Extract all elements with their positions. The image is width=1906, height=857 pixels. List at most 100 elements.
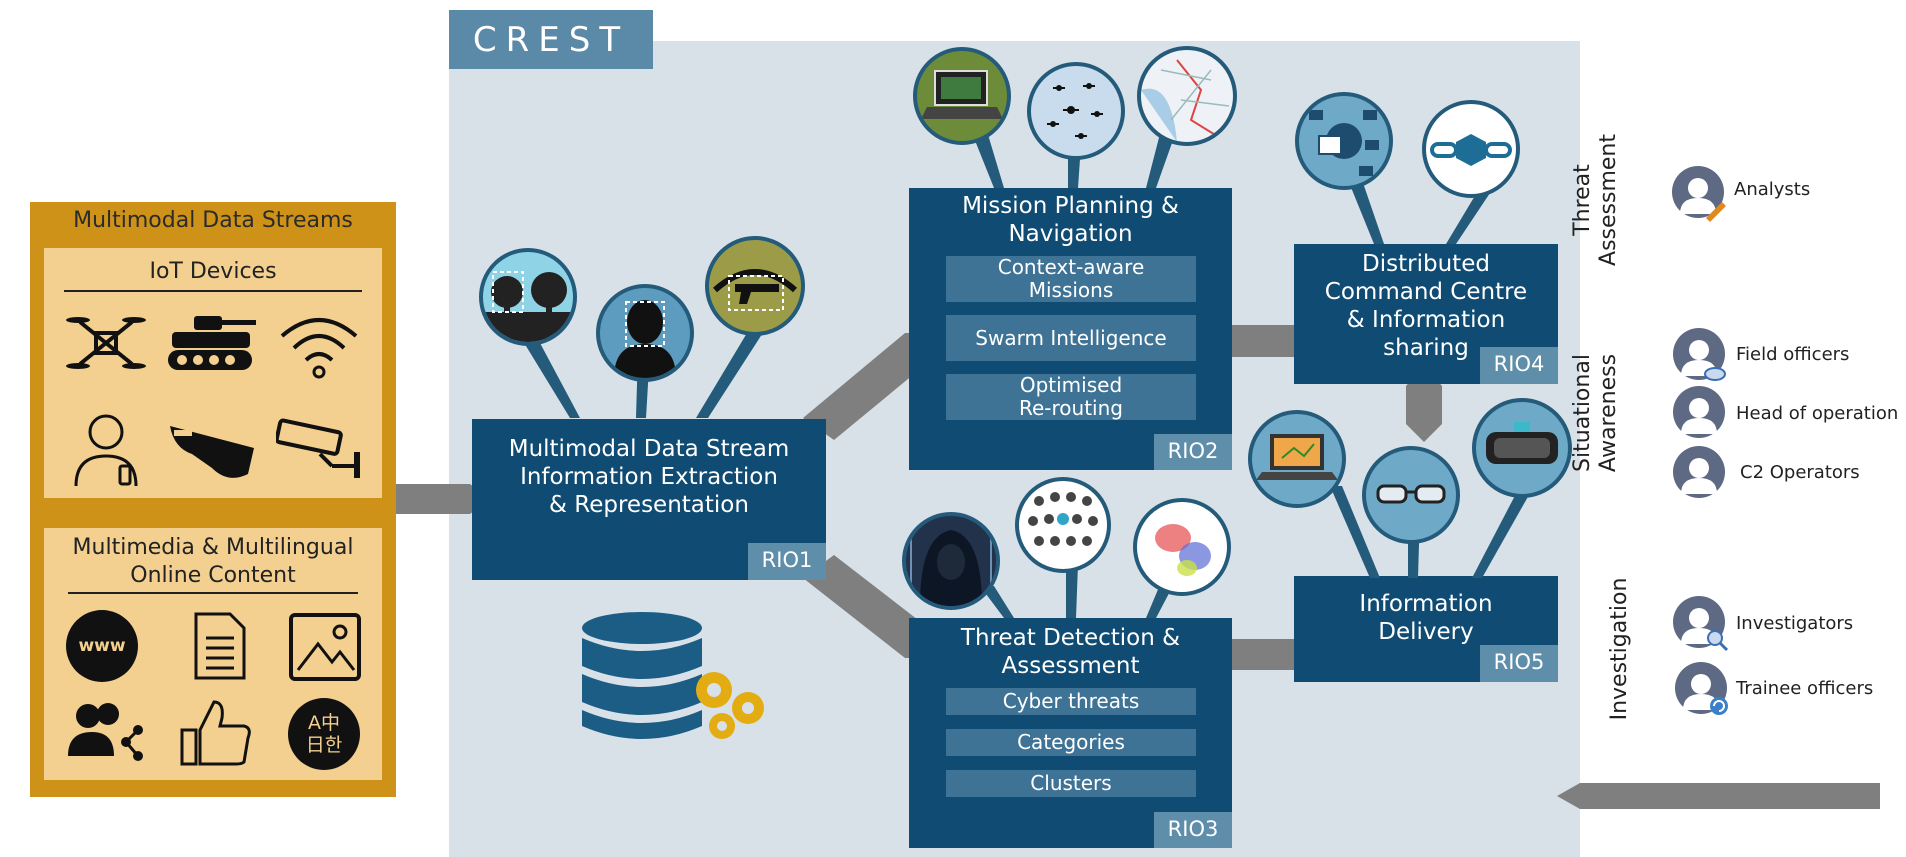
weapon-detection-bubble <box>705 236 805 336</box>
laptop-field-bubble <box>913 47 1011 145</box>
route-map-bubble <box>1137 46 1237 146</box>
rio4-title-line3: & Information <box>1346 307 1506 333</box>
smart-glasses-icon <box>170 426 254 478</box>
rio3-item-cyber-threats: Cyber threats <box>946 688 1196 715</box>
rio4-title-line4: sharing <box>1383 335 1469 361</box>
database-icon <box>582 612 764 739</box>
crest-label: CREST <box>449 10 653 69</box>
chain-link-icon <box>1430 134 1512 166</box>
rio3-item-clusters: Clusters <box>946 770 1196 797</box>
social-share-icon <box>68 703 143 761</box>
group-investigation: Investigation <box>1607 549 1637 749</box>
multilingual-icon: A中 日한 <box>288 698 360 770</box>
cluster-plot-bubble <box>1133 498 1231 596</box>
web-icon-label: www <box>78 636 126 656</box>
rio2-item-context-aware: Context-aware Missions <box>946 256 1196 302</box>
drone-swarm-bubble <box>1027 62 1125 160</box>
wearable-person-icon <box>74 414 138 487</box>
streams-title: Multimodal Data Streams <box>73 208 353 233</box>
connector-rio1-rio2 <box>803 333 931 440</box>
rio1-title-line2: Information Extraction <box>520 464 778 490</box>
rio2-tag: RIO2 <box>1154 434 1232 470</box>
rio4-title-line2: Command Centre <box>1324 279 1528 305</box>
crowd-icon <box>1028 492 1098 546</box>
rio5-title-line2: Delivery <box>1378 619 1474 645</box>
arrow-return <box>1557 783 1880 809</box>
wifi-icon <box>280 318 358 379</box>
rio4-title-line1: Distributed <box>1362 251 1490 277</box>
document-icon <box>194 612 246 680</box>
multimedia-title-line1: Multimedia & Multilingual <box>72 535 354 560</box>
trees-icon <box>483 271 573 342</box>
surveillance-scene-bubble <box>479 248 577 346</box>
ar-glasses-bubble <box>1362 446 1460 544</box>
multimedia-panel: Multimedia & Multilingual Online Content… <box>44 528 382 780</box>
rio3-tag: RIO3 <box>1154 812 1232 848</box>
iot-title: IoT Devices <box>149 259 277 284</box>
rio3-title-line1: Threat Detection & <box>960 625 1181 651</box>
crowd-bubble <box>1015 477 1111 573</box>
hacker-bubble <box>902 512 1000 610</box>
network-screens-icon <box>1309 110 1379 176</box>
multimedia-title-line2: Online Content <box>130 563 296 588</box>
iot-panel: IoT Devices <box>44 248 382 498</box>
tank-icon <box>168 316 256 370</box>
group-threat-line2: Assessment <box>1596 134 1621 266</box>
analyst-avatar-icon <box>1672 166 1726 222</box>
vr-headset-icon <box>1486 422 1558 464</box>
map-icon <box>1141 59 1230 142</box>
vr-headset-bubble <box>1472 398 1572 498</box>
thumbs-up-icon <box>180 700 251 766</box>
group-situational-awareness: Situational Awareness <box>1570 318 1630 508</box>
drone-icon <box>66 317 146 369</box>
investigator-avatar-icon <box>1673 596 1729 652</box>
rio4-tag: RIO4 <box>1480 347 1558 384</box>
c2-operator-avatar-icon <box>1673 446 1725 498</box>
person-c2-operators: C2 Operators <box>1740 462 1860 483</box>
multilingual-line1: A中 <box>308 712 340 734</box>
scatter-clusters-icon <box>1155 524 1211 576</box>
blockchain-bubble <box>1422 100 1520 198</box>
group-threat-line1: Threat <box>1570 164 1595 236</box>
multimedia-divider <box>68 592 358 594</box>
laptop-icon <box>921 70 1003 119</box>
rio2-item-rerouting: Optimised Re-routing <box>946 374 1196 420</box>
rio4-bubble-pins <box>1348 180 1496 244</box>
rio5-title-line1: Information <box>1359 591 1493 617</box>
rio2-title-line1: Mission Planning & <box>962 193 1179 219</box>
rio2-item-line1: Optimised <box>1019 373 1123 397</box>
rio1-title-line3: & Representation <box>549 492 749 518</box>
rio5-tag: RIO5 <box>1480 645 1558 682</box>
rio2-item-line2: Missions <box>1028 278 1114 302</box>
head-of-operation-avatar-icon <box>1673 386 1725 438</box>
person-head-of-operation: Head of operation <box>1736 403 1899 424</box>
hooded-figure-icon <box>910 530 992 606</box>
swarm-icon <box>1047 83 1103 139</box>
field-officer-avatar-icon <box>1673 328 1726 381</box>
glasses-icon <box>1376 484 1446 504</box>
person-trainee-officers: Trainee officers <box>1736 678 1874 699</box>
rio2-item-swarm: Swarm Intelligence <box>946 315 1196 361</box>
person-silhouette-icon <box>614 300 676 378</box>
multilingual-line2: 日한 <box>305 734 343 756</box>
tactical-laptop-bubble <box>1248 410 1346 508</box>
gun-icon <box>712 269 798 311</box>
rio2-item-line1: Swarm Intelligence <box>975 325 1167 350</box>
rio1-tag: RIO1 <box>748 543 826 580</box>
rio3-item-categories: Categories <box>946 729 1196 756</box>
command-network-bubble <box>1295 92 1393 190</box>
connector-rio1-rio3 <box>803 555 931 658</box>
group-threat-assessment: Threat Assessment <box>1570 105 1630 295</box>
face-detection-bubble <box>596 284 694 382</box>
cctv-camera-icon <box>276 418 360 478</box>
rio1-title-line1: Multimodal Data Stream <box>508 436 790 462</box>
web-icon: www <box>66 610 138 682</box>
group-situational-line1: Situational <box>1570 354 1595 472</box>
iot-divider <box>64 290 362 292</box>
group-situational-line2: Awareness <box>1596 353 1621 473</box>
person-investigators: Investigators <box>1736 613 1854 634</box>
trainee-avatar-icon <box>1675 662 1728 715</box>
group-investigation-line1: Investigation <box>1607 577 1632 721</box>
rio3-title-line2: Assessment <box>1001 653 1140 679</box>
person-analysts: Analysts <box>1734 179 1811 200</box>
